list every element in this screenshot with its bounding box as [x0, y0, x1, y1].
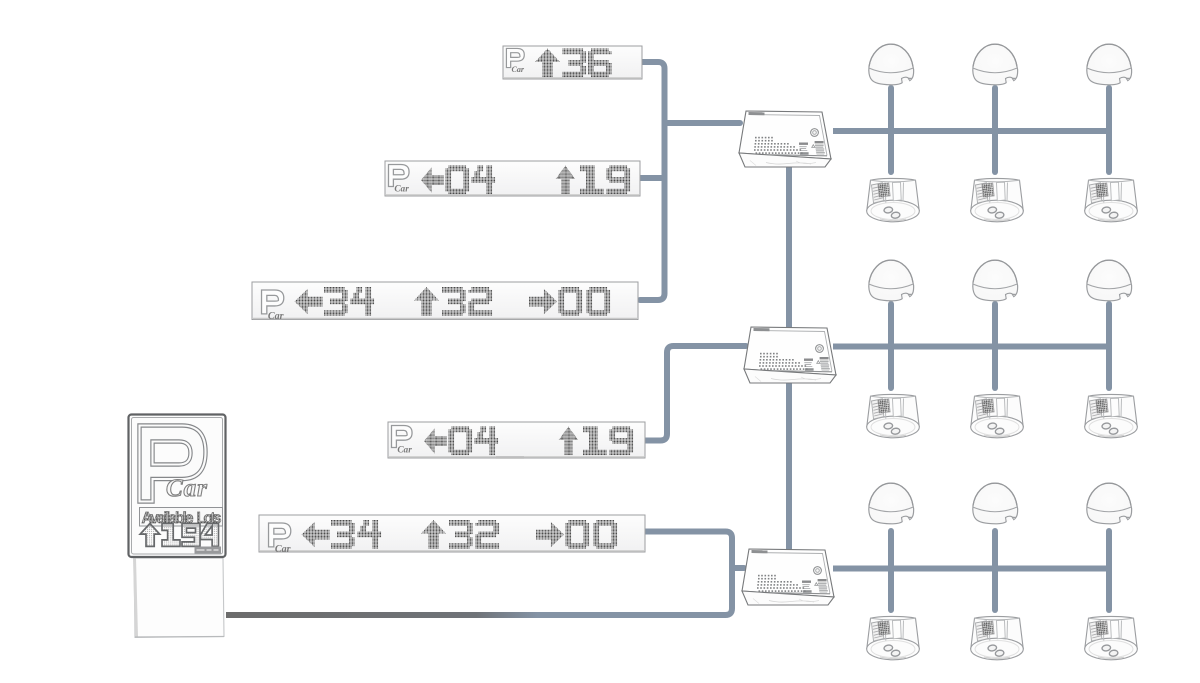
svg-text:Car: Car [512, 65, 525, 74]
svg-text:Car: Car [397, 445, 412, 455]
svg-text:Car: Car [275, 544, 291, 555]
svg-text:Car: Car [268, 311, 284, 322]
svg-text:Available: Available [142, 510, 194, 527]
svg-text:Car: Car [394, 184, 409, 194]
svg-text:Car: Car [166, 475, 208, 502]
